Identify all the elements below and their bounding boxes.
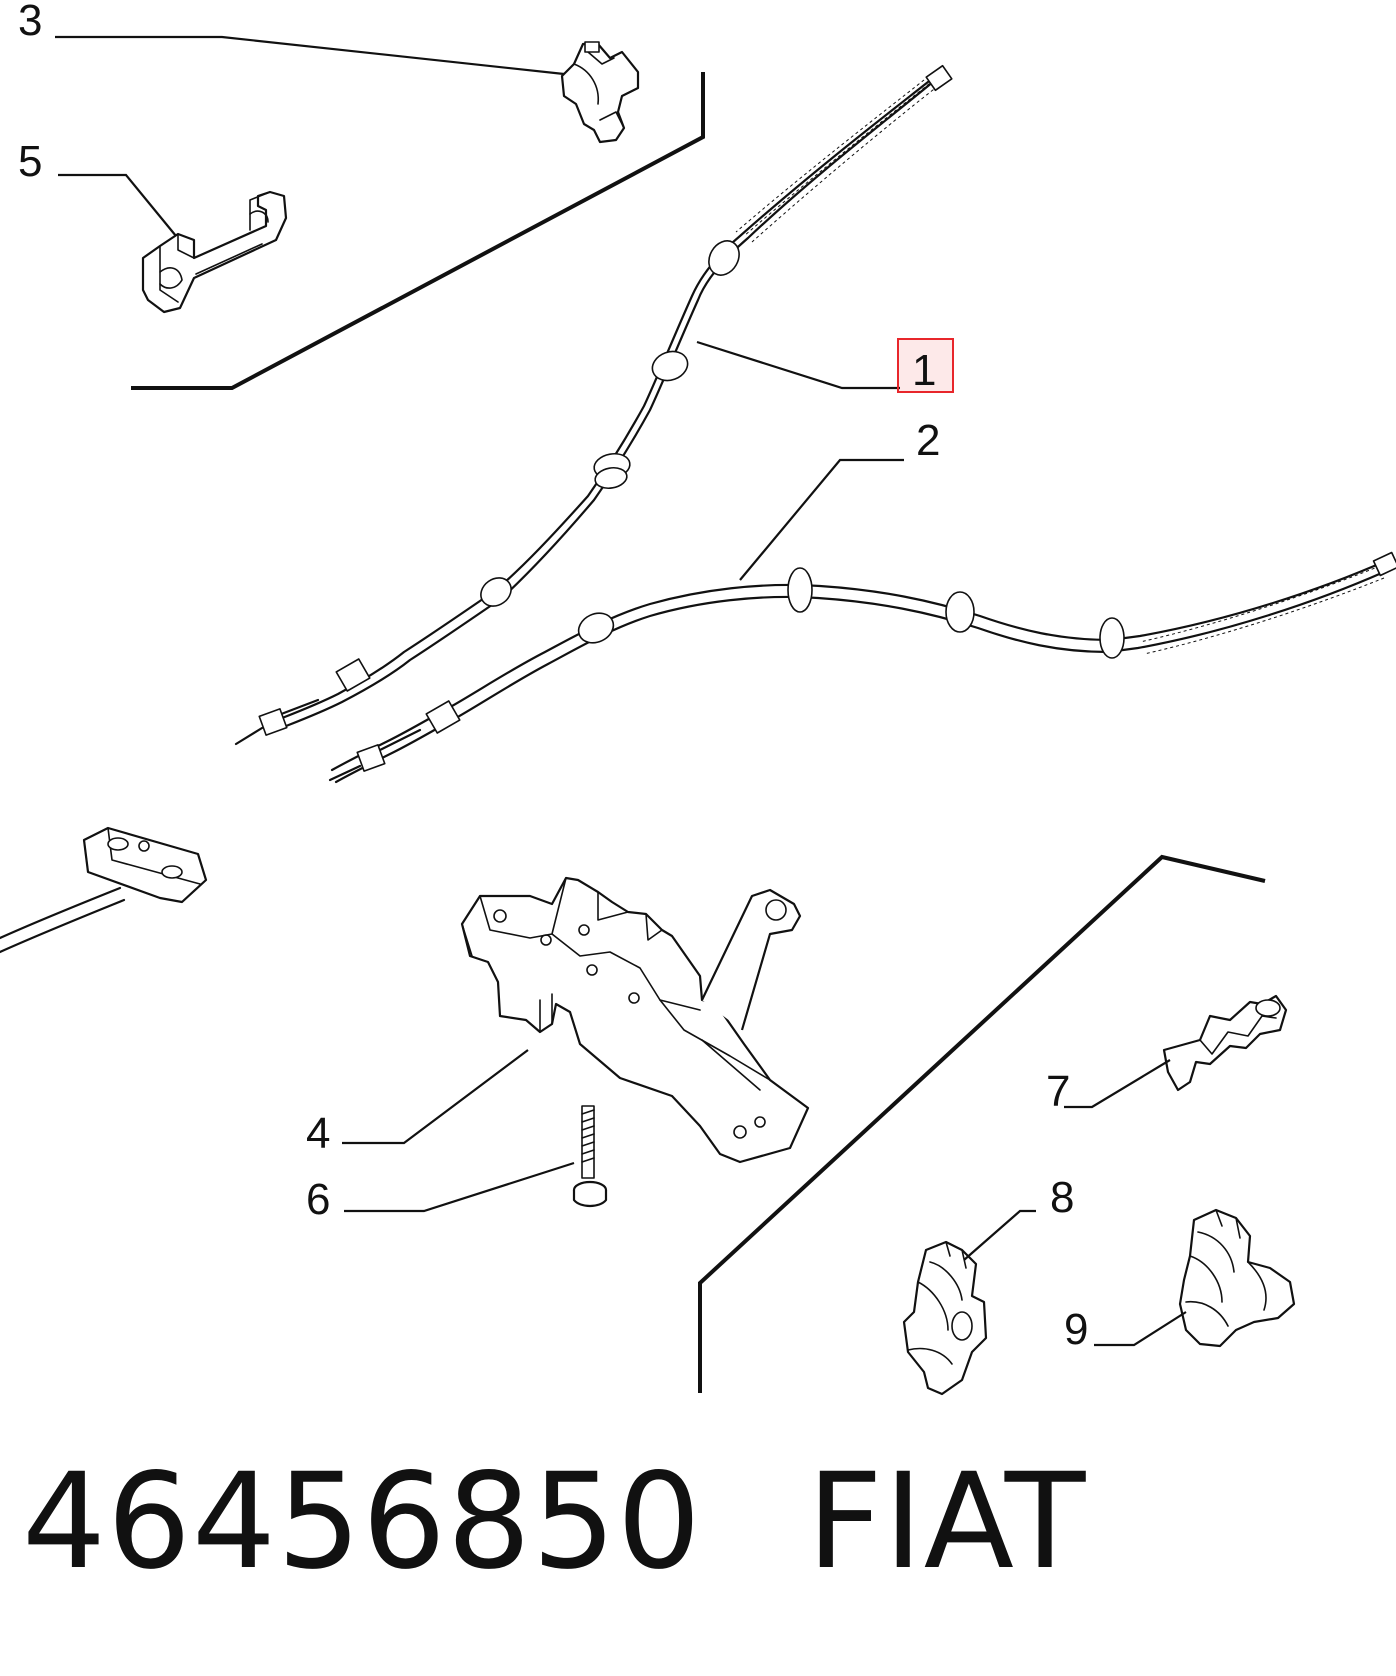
separator-bottom-right bbox=[698, 854, 1266, 1393]
callout-3: 3 bbox=[18, 0, 42, 45]
leader-9 bbox=[1094, 1311, 1187, 1347]
part-8-clamp bbox=[902, 1240, 988, 1396]
part-3-cable-clamp bbox=[560, 41, 640, 144]
separator-top-left bbox=[131, 72, 705, 390]
callout-1-highlight bbox=[897, 338, 954, 393]
leader-4 bbox=[342, 1049, 529, 1145]
part-1-cable bbox=[234, 64, 953, 746]
leader-5 bbox=[58, 173, 177, 237]
callout-5: 5 bbox=[18, 137, 42, 186]
callout-7: 7 bbox=[1046, 1067, 1070, 1116]
leader-2 bbox=[739, 458, 904, 581]
callout-8: 8 bbox=[1050, 1173, 1074, 1222]
leader-6 bbox=[344, 1161, 575, 1213]
callout-4: 4 bbox=[306, 1109, 330, 1158]
leader-8 bbox=[963, 1209, 1036, 1261]
callout-1: 1 bbox=[912, 346, 936, 395]
part-number: 46456850 bbox=[22, 1445, 702, 1599]
part-6-bolt bbox=[572, 1105, 608, 1208]
part-9-clamp bbox=[1178, 1208, 1296, 1348]
brand-name: FIAT bbox=[806, 1445, 1087, 1599]
part-4-bracket bbox=[460, 876, 810, 1164]
part-2-cable bbox=[328, 551, 1396, 784]
cable-end-block bbox=[0, 826, 208, 954]
part-7-spring-clip bbox=[1162, 994, 1288, 1092]
callout-6: 6 bbox=[306, 1175, 330, 1224]
callout-9: 9 bbox=[1064, 1305, 1088, 1354]
part-5-twin-clip bbox=[141, 190, 288, 314]
callout-2: 2 bbox=[916, 416, 940, 465]
leader-3 bbox=[55, 35, 565, 76]
leader-7 bbox=[1064, 1059, 1171, 1109]
leader-1 bbox=[696, 340, 900, 390]
